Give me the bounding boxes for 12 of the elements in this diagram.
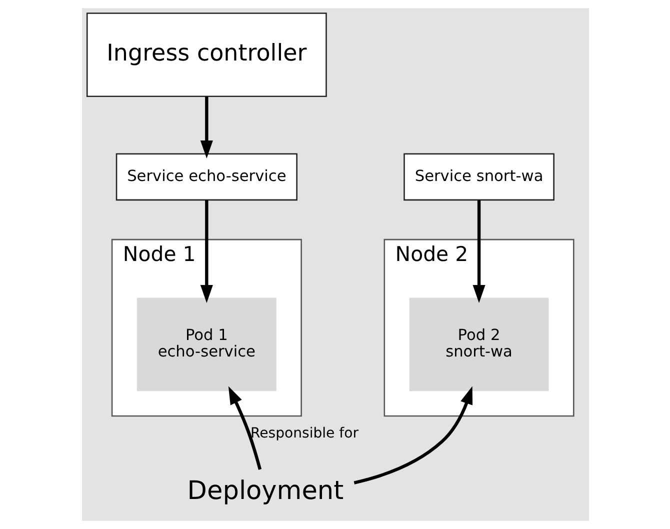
arrow bbox=[472, 200, 485, 303]
node-box: Service echo-service bbox=[115, 153, 297, 201]
edge-label: Responsible for bbox=[250, 426, 358, 442]
arrow bbox=[200, 96, 212, 158]
node-box: Ingress controller bbox=[86, 12, 326, 97]
arrow bbox=[228, 386, 262, 470]
arrow bbox=[200, 200, 212, 303]
node-box: Pod 2 snort-wa bbox=[408, 298, 548, 392]
node-box: Pod 1 echo-service bbox=[136, 298, 276, 392]
node-text: Deployment bbox=[186, 476, 344, 506]
node-box: Service snort-wa bbox=[403, 153, 554, 201]
arrow bbox=[353, 386, 472, 484]
